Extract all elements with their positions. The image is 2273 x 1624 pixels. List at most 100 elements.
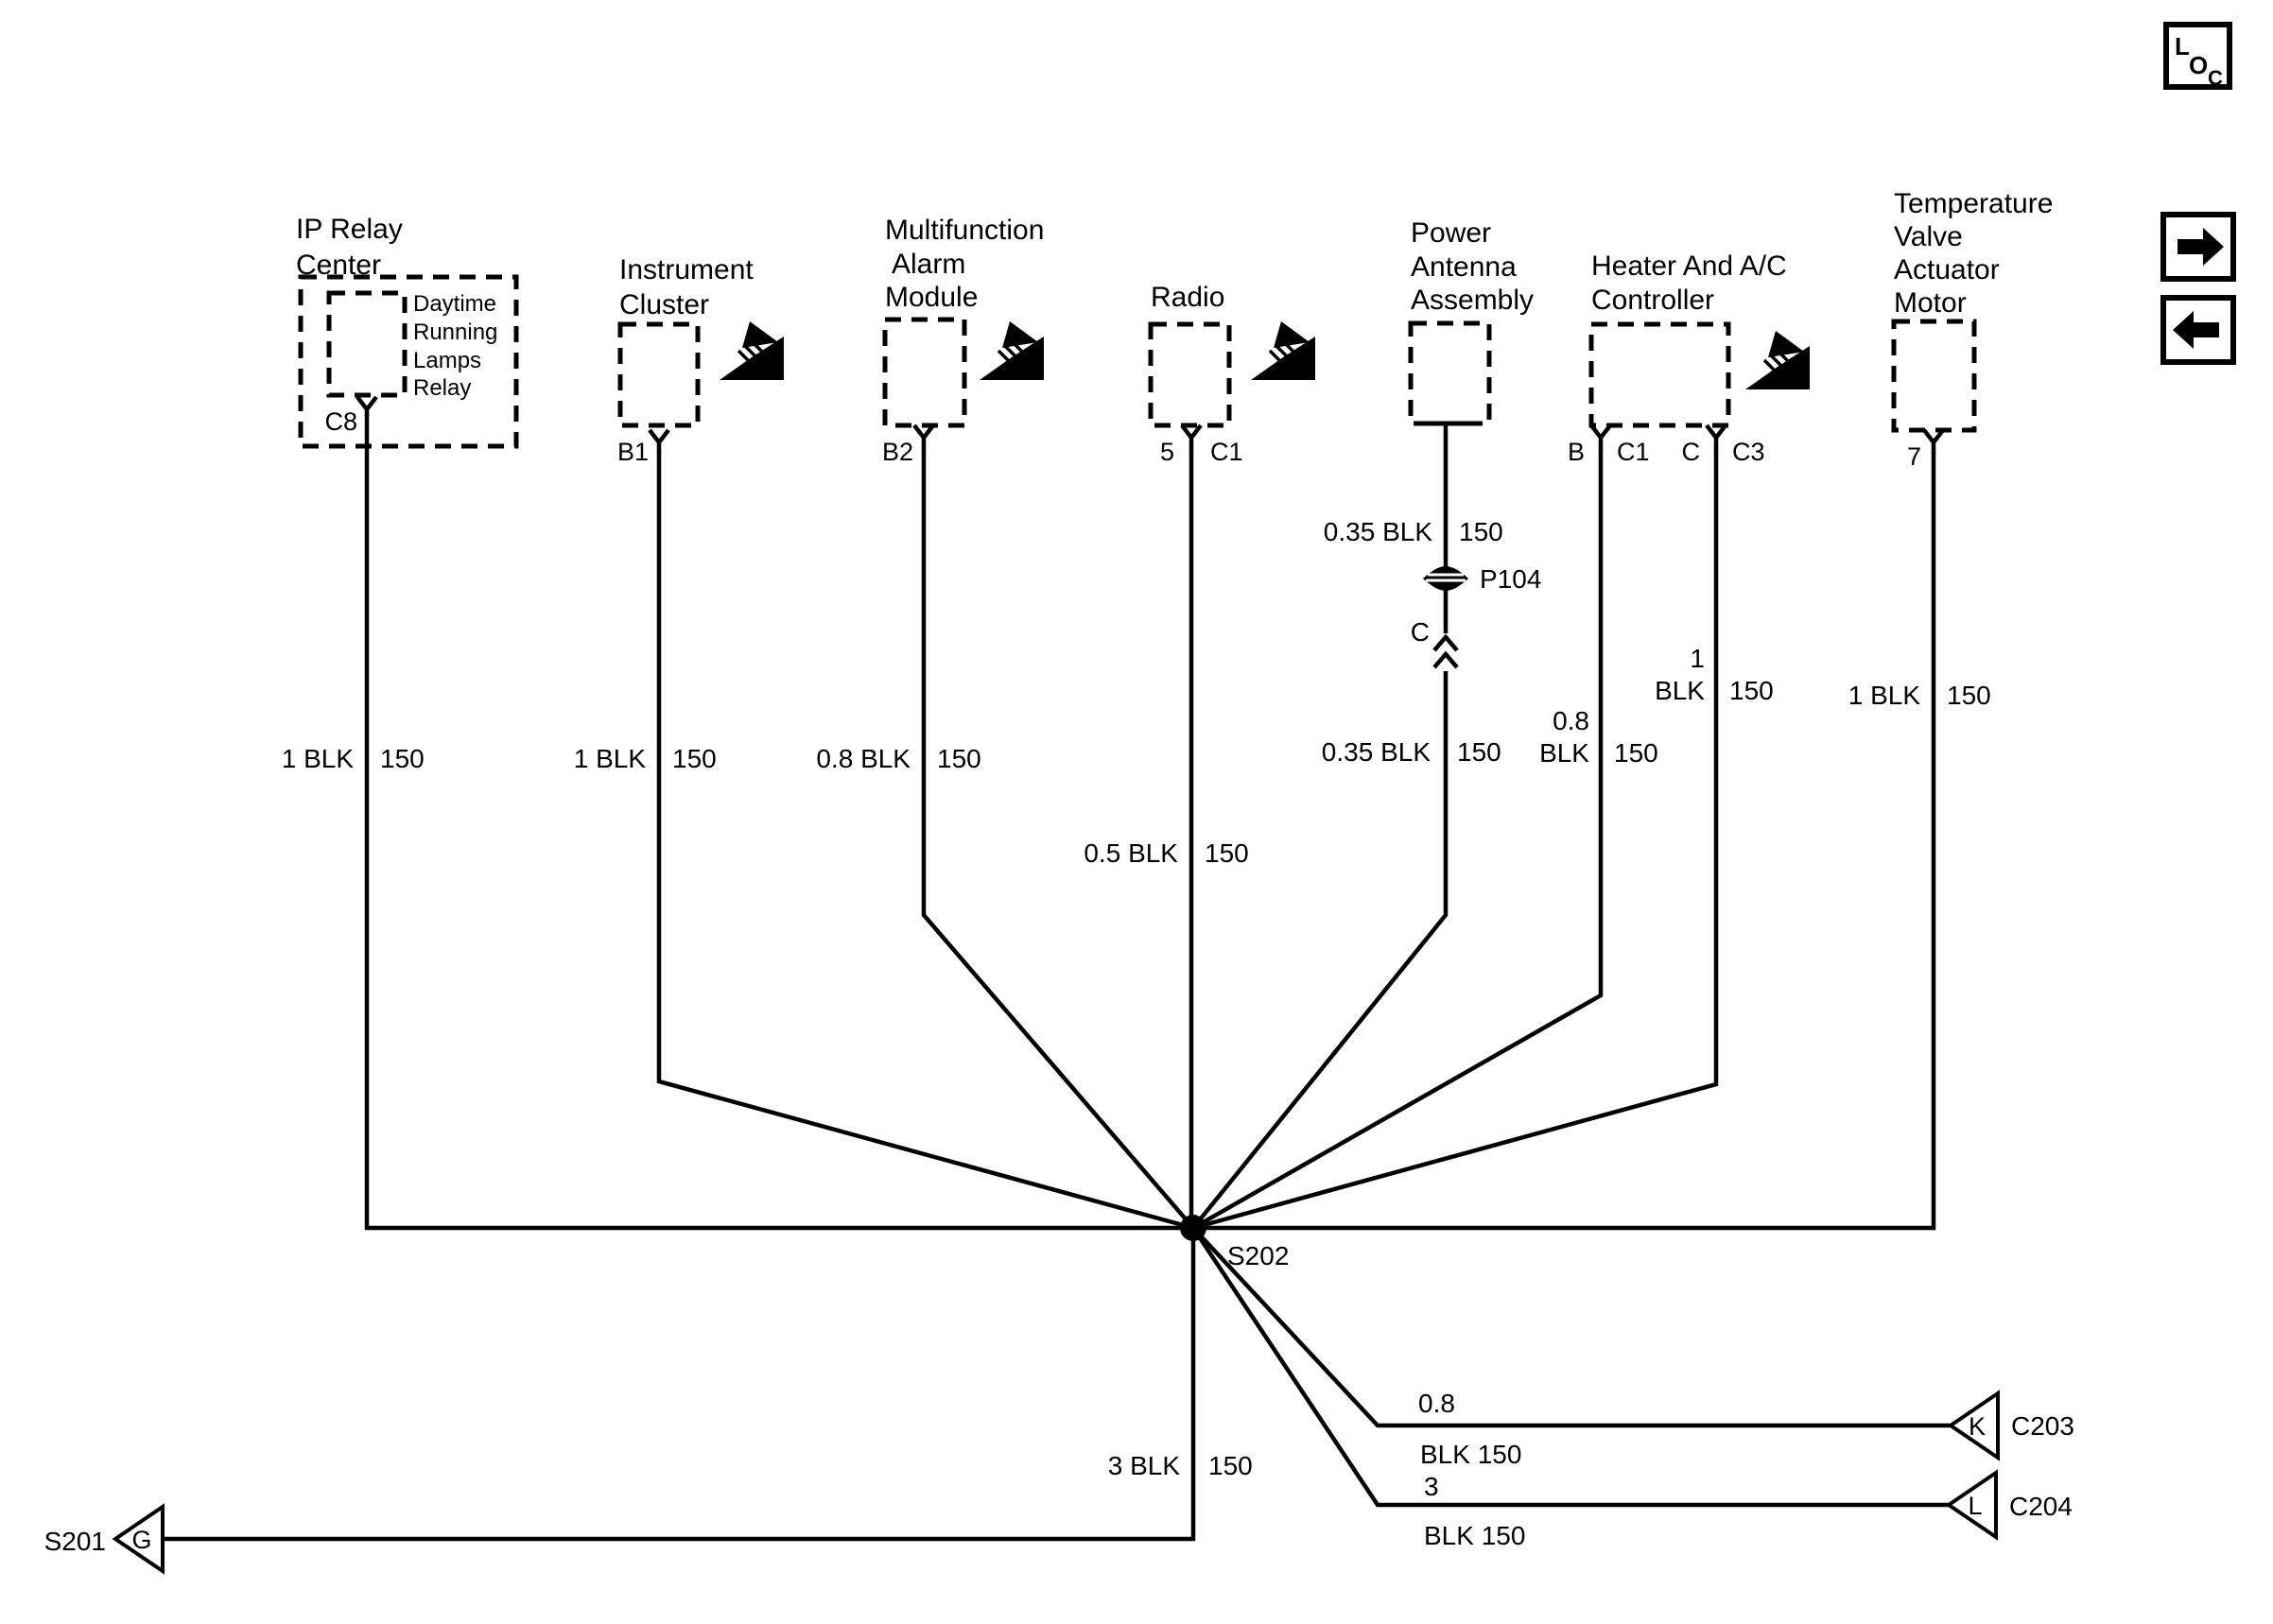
wire-heater-b-ground [1191, 447, 1604, 1230]
ip-relay-center-box [298, 274, 519, 449]
title-line: Antenna [1411, 251, 1517, 283]
connector-y-icon-b1 [648, 428, 670, 454]
grommet-p104-icon [1423, 566, 1468, 591]
note-line: Daytime [413, 291, 496, 317]
right-arrow-icon [2178, 228, 2224, 266]
label-c204: C204 [2009, 1492, 2073, 1521]
multifunction-alarm-module-box [882, 317, 967, 428]
connector-y-icon-c8 [356, 395, 378, 416]
wire-color-circuit: BLK 150 [1420, 1440, 1521, 1469]
instrument-cluster-box [617, 321, 701, 428]
label-inline-connector-c: C [1411, 617, 1430, 647]
wire-gauge-color: 0.35 BLK [1322, 737, 1431, 767]
c203-pin-letter: K [1969, 1412, 1986, 1441]
wire-s202-to-s201 [163, 1228, 1196, 1542]
title-line: Heater And A/C [1591, 251, 1787, 282]
pin-label-radio-5: 5 [1160, 438, 1174, 466]
component-title-power-antenna-assembly: Power Antenna Assembly [1411, 217, 1534, 316]
pin-label-heater-c1: C1 [1617, 438, 1650, 466]
nav-forward-button[interactable] [2160, 212, 2236, 282]
connector-c204-symbol: L [1945, 1469, 1998, 1541]
wire-size: 3 [1424, 1472, 1439, 1501]
title-line: Actuator [1894, 254, 2000, 285]
radio-box [1148, 321, 1232, 428]
title-line: Power [1411, 217, 1491, 249]
wire-gauge-color: 0.8 BLK [816, 744, 911, 773]
component-title-ip-relay-center: IP Relay Center [296, 214, 403, 281]
wire-color-circuit: BLK 150 [1424, 1521, 1525, 1550]
wire-label-radio: 0.5 BLK 150 [1084, 838, 1248, 868]
wire-size: 0.8 [1418, 1389, 1455, 1418]
title-line: Multifunction [885, 215, 1044, 246]
title-line: Assembly [1411, 285, 1534, 316]
title-line: Alarm [892, 249, 965, 280]
wire-color: BLK [1539, 738, 1589, 768]
wire-instrument-cluster-ground [656, 452, 1194, 1231]
wire-heater-c-ground [1192, 447, 1719, 1231]
note-line: Running [413, 320, 497, 345]
wire-circuit: 150 [1459, 517, 1503, 546]
esd-sensitive-icon [1744, 329, 1812, 391]
pin-label-heater-c3: C3 [1732, 438, 1765, 466]
wire-circuit: 150 [1729, 676, 1774, 705]
c204-pin-letter: L [1968, 1492, 1982, 1520]
connector-y-icon-b2 [912, 423, 935, 449]
note-line: Relay [413, 375, 471, 401]
esd-sensitive-icon [978, 320, 1046, 382]
splice-s202-dot [1180, 1215, 1206, 1241]
title-line: Motor [1894, 287, 1967, 319]
wire-gauge-color: 1 BLK [1848, 681, 1921, 710]
s201-pin-letter: G [131, 1526, 151, 1554]
note-line: Lamps [413, 348, 481, 373]
daytime-running-lamps-relay-box [326, 290, 408, 398]
wire-label-heater-1: 0.8 BLK 150 [1539, 706, 1658, 768]
wire-gauge-color: 0.5 BLK [1084, 838, 1178, 868]
wire-circuit: 150 [1208, 1451, 1253, 1480]
wire-size: 1 [1690, 644, 1705, 673]
title-line: Module [885, 282, 978, 313]
wire-circuit: 150 [1614, 738, 1658, 768]
wire-label-to-c203: 0.8 BLK 150 [1418, 1389, 1521, 1469]
connector-y-icon-heater-b [1589, 423, 1612, 449]
label-p104: P104 [1480, 564, 1541, 594]
wire-label-ip-relay: 1 BLK 150 [282, 744, 425, 773]
esd-sensitive-icon [718, 320, 786, 382]
wire-label-instrument: 1 BLK 150 [574, 744, 717, 773]
label-s201: S201 [44, 1527, 106, 1556]
wire-ip-relay-ground [364, 414, 1193, 1231]
wire-label-antenna-upper: 0.35 BLK 150 [1324, 517, 1503, 546]
component-title-radio: Radio [1151, 282, 1224, 313]
wire-gauge-color: 3 BLK [1108, 1451, 1181, 1480]
pin-label-b1: B1 [617, 438, 649, 466]
esd-sensitive-icon [1249, 320, 1317, 382]
connector-y-icon-radio [1180, 423, 1203, 449]
title-line: Instrument [619, 254, 754, 285]
wire-circuit: 150 [937, 744, 981, 773]
pin-label-c8: C8 [324, 407, 357, 436]
title-line: IP Relay [296, 214, 403, 245]
wire-antenna-ground [1191, 423, 1449, 1230]
heater-ac-controller-box [1588, 321, 1731, 428]
power-antenna-assembly-box [1408, 320, 1492, 426]
wire-label-to-s201: 3 BLK 150 [1108, 1451, 1253, 1480]
title-line: Valve [1894, 221, 1963, 252]
component-title-heater-ac-controller: Heater And A/C Controller [1591, 251, 1787, 316]
connector-c203-symbol: K [1947, 1390, 2000, 1461]
wire-circuit: 150 [672, 744, 717, 773]
wire-s202-to-c204 [1191, 1226, 1949, 1508]
nav-back-button[interactable] [2160, 295, 2236, 365]
wire-label-antenna-lower: 0.35 BLK 150 [1322, 737, 1501, 767]
connector-y-icon-temp [1922, 428, 1945, 454]
relay-note-daytime-running-lamps: Daytime Running Lamps Relay [413, 291, 497, 401]
loc-letter-o: O [2189, 51, 2208, 79]
component-title-temp-valve-actuator-motor: Temperature Valve Actuator Motor [1894, 188, 2053, 319]
loc-button[interactable]: L O C [2163, 22, 2232, 90]
loc-letter-l: L [2175, 32, 2190, 60]
wire-circuit: 150 [1457, 737, 1501, 767]
label-c203: C203 [2011, 1411, 2074, 1441]
wire-circuit: 150 [1205, 838, 1249, 868]
wire-label-to-c204: 3 BLK 150 [1424, 1472, 1525, 1550]
wire-color: BLK [1655, 676, 1705, 705]
loc-letter-c: C [2208, 66, 2223, 90]
